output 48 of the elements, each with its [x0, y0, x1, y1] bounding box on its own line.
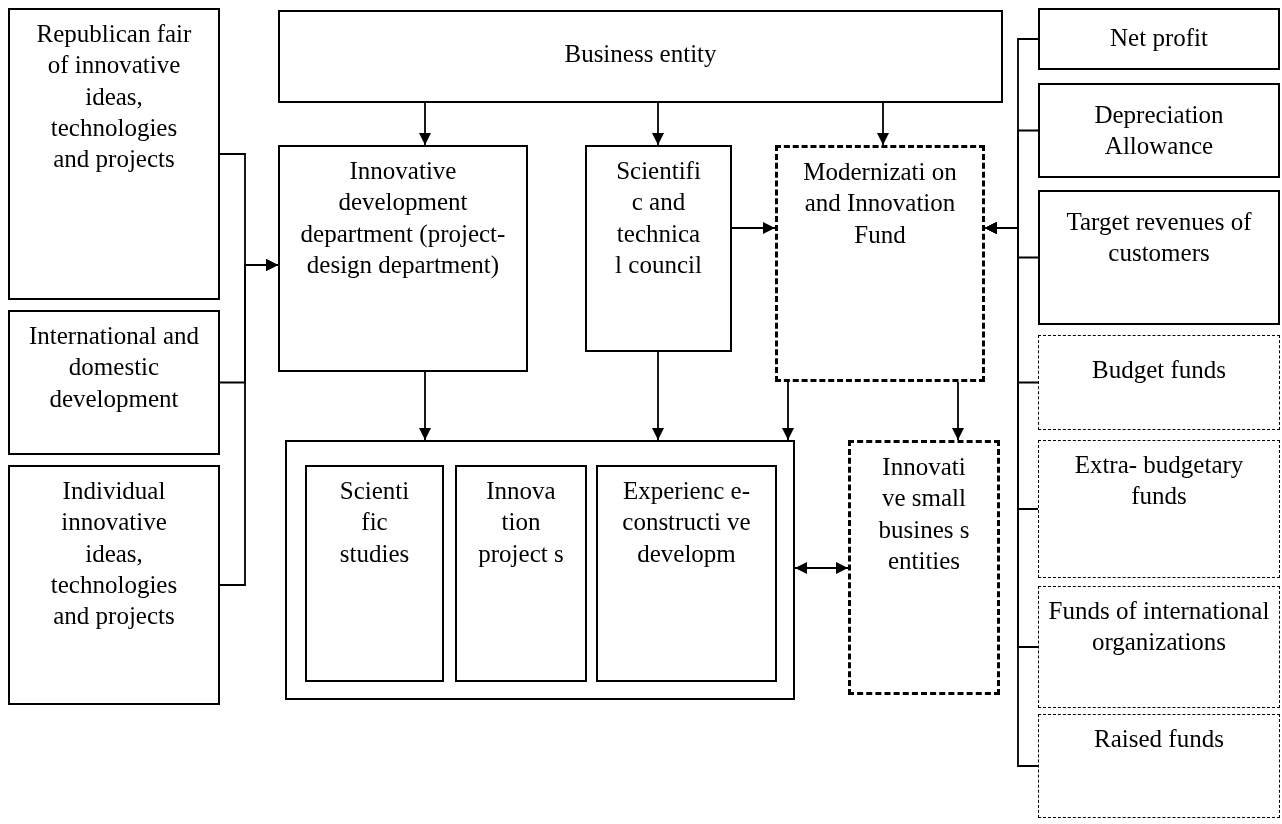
dashed-box: [1038, 586, 1280, 708]
dashed-box: [848, 440, 1000, 695]
box-label: Business entity: [563, 39, 718, 69]
group-box: [285, 440, 795, 700]
dashed-box: [1038, 714, 1280, 818]
arrow: [984, 222, 1039, 767]
box-label: Extra- budgetary funds: [1073, 450, 1245, 512]
dashed-box: [1038, 440, 1280, 578]
arrow: [731, 222, 776, 234]
box-label: Scienti fic studies: [338, 476, 411, 569]
box-label: Target revenues of customers: [1065, 207, 1253, 269]
box-label: Innovati ve small busines s entities: [877, 452, 971, 576]
dashed-box: [775, 145, 985, 382]
process-box: [1038, 190, 1280, 325]
box-label: Experienc e- constructi ve developm: [621, 476, 752, 569]
box-label: Depreciation Allowance: [1093, 100, 1225, 162]
process-box: [585, 145, 732, 352]
process-box: [8, 8, 220, 300]
box-label: Modernizati on and Innovation Fund: [802, 157, 958, 250]
box-label: International and domestic development: [27, 321, 201, 414]
dashed-box: [1038, 335, 1280, 430]
box-label: Net profit: [1109, 23, 1209, 53]
arrow: [877, 102, 889, 146]
process-box: [1038, 83, 1280, 178]
arrow: [652, 102, 664, 146]
process-box: [8, 310, 220, 455]
box-label: Republican fair of innovative ideas, technologies and projects: [35, 19, 193, 174]
arrow: [419, 102, 431, 146]
box-label: Innova tion project s: [477, 476, 565, 569]
process-box: [278, 10, 1003, 103]
process-box: [278, 145, 528, 372]
box-label: Funds of international organizations: [1047, 596, 1271, 658]
process-box: [305, 465, 444, 682]
arrow: [219, 259, 279, 586]
box-label: Scientifi c and technica l council: [614, 156, 703, 280]
process-box: [1038, 8, 1280, 70]
process-box: [455, 465, 587, 682]
arrow: [794, 562, 849, 574]
box-label: Budget funds: [1091, 355, 1227, 385]
arrow: [419, 371, 431, 441]
process-box: [596, 465, 777, 682]
arrow: [952, 381, 964, 441]
arrow: [782, 381, 794, 441]
box-label: Innovative development department (project-design department): [299, 156, 507, 280]
arrow: [652, 351, 664, 441]
box-label: Individual innovative ideas, technologies and projects: [49, 476, 179, 631]
box-label: Raised funds: [1093, 724, 1225, 754]
process-box: [8, 465, 220, 705]
